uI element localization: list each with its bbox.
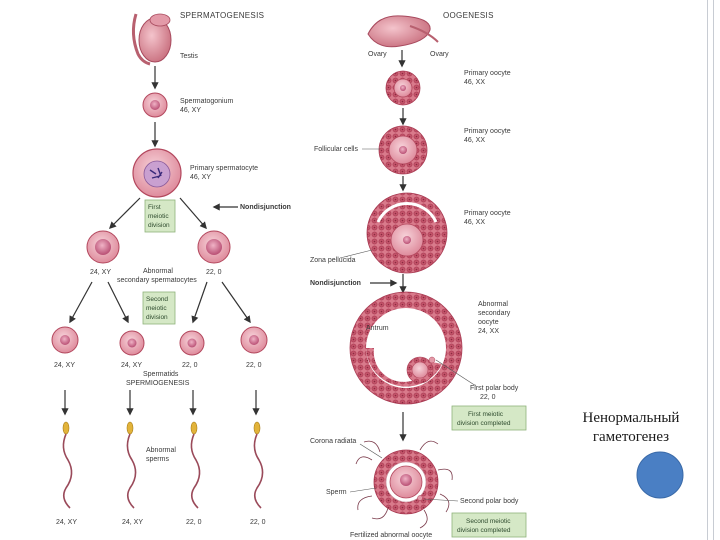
leader-line (339, 249, 373, 259)
second-meiotic-line-3: division (146, 314, 168, 321)
fertilized-oocyte-label: Fertilized abnormal oocyte (350, 532, 432, 539)
leader-line (423, 498, 459, 502)
primary-oocyte-follicle-3 (366, 192, 448, 274)
second-meiotic-line-2: meiotic (146, 305, 167, 312)
second-meiotic-completed-2: division completed (457, 527, 511, 534)
first-meiotic-division-box (144, 199, 176, 233)
arrow (179, 197, 207, 230)
second-meiotic-completed-1: Second meiotic (466, 518, 511, 525)
abnormal-sperms-label-1: Abnormal (146, 447, 176, 454)
nondisjunction-label-sperm: Nondisjunction (240, 204, 291, 211)
sperm-karyotype-3: 22, 0 (186, 519, 202, 526)
second-meiotic-completed-box (451, 512, 527, 538)
sperm-karyotype-1: 24, XY (56, 519, 77, 526)
secondary-spermatocyte-left (86, 230, 120, 264)
primary-oocyte-1-karyotype: 46, XX (464, 79, 485, 86)
primary-spermatocyte-karyotype: 46, XY (190, 174, 211, 181)
spermatid-4 (240, 326, 268, 354)
first-meiotic-completed-2: division completed (457, 420, 511, 427)
arrow (191, 281, 208, 324)
ovary-label-right: Ovary (430, 51, 449, 58)
abnormal-sperms-label-2: sperms (146, 456, 169, 463)
first-meiotic-line-1: First (148, 204, 161, 211)
sperm-label: Sperm (326, 489, 347, 496)
antrum-label: Antrum (366, 325, 389, 332)
nondisjunction-label-oocyte: Nondisjunction (310, 280, 361, 287)
primary-oocyte-follicle-1 (385, 70, 421, 106)
zona-pellucida-label: Zona pellucida (310, 257, 356, 264)
arrow (221, 281, 251, 324)
abnormal-secondary-oocyte-1: Abnormal (478, 301, 508, 308)
leader-line (349, 487, 377, 493)
abnormal-secondary-label-1: Abnormal (143, 268, 173, 275)
testis-illustration (131, 13, 172, 66)
spermatogonium-karyotype: 46, XY (180, 107, 201, 114)
primary-oocyte-2-label: Primary oocyte (464, 128, 511, 135)
secondary-right-karyotype: 22, 0 (206, 269, 222, 276)
spermatogenesis-title: SPERMATOGENESIS (180, 11, 264, 20)
arrow (69, 281, 93, 324)
arrow (108, 197, 141, 230)
spermatogonium-cell (142, 92, 168, 118)
primary-oocyte-3-karyotype: 46, XX (464, 219, 485, 226)
second-meiotic-line-1: Second (146, 296, 168, 303)
follicular-cells-label: Follicular cells (314, 146, 358, 153)
spermatids-label: Spermatids (143, 371, 179, 378)
slide-border-right-outer (713, 0, 714, 540)
first-meiotic-completed-1: First meiotic (468, 411, 504, 418)
sperm-2 (126, 421, 137, 509)
abnormal-secondary-oocyte-karyotype: 24, XX (478, 328, 499, 335)
secondary-spermatocyte-right (197, 230, 231, 264)
first-polar-body-label: First polar body (470, 385, 519, 392)
graafian-follicle (349, 291, 463, 405)
accent-circle (636, 451, 684, 499)
sperm-4 (253, 421, 264, 509)
spermiogenesis-label: SPERMIOGENESIS (126, 380, 190, 387)
first-meiotic-line-2: meiotic (148, 213, 169, 220)
second-polar-body-label: Second polar body (460, 498, 519, 505)
primary-oocyte-follicle-2 (378, 125, 428, 175)
abnormal-secondary-oocyte-2: secondary (478, 310, 511, 317)
spermatogonium-label: Spermatogonium (180, 98, 233, 105)
ovary-illustration (367, 15, 439, 48)
spermatid-karyotype-3: 22, 0 (182, 362, 198, 369)
caption-line-2: гаметогенез (592, 429, 670, 445)
oogenesis-title: OOGENESIS (443, 11, 494, 20)
sperm-3 (190, 421, 201, 509)
primary-spermatocyte-label: Primary spermatocyte (190, 165, 258, 172)
leader-line (435, 359, 477, 387)
primary-spermatocyte-cell (132, 148, 182, 198)
secondary-left-karyotype: 24, XY (90, 269, 111, 276)
primary-oocyte-1-label: Primary oocyte (464, 70, 511, 77)
first-meiotic-line-3: division (148, 222, 170, 229)
spermatid-1 (51, 326, 79, 354)
testis-label: Testis (180, 53, 198, 60)
slide-border-right-inner (707, 0, 708, 540)
corona-radiata-label: Corona radiata (310, 438, 356, 445)
spermatid-3 (179, 330, 205, 356)
leader-line (359, 443, 383, 459)
sperm-karyotype-2: 24, XY (122, 519, 143, 526)
ovary-label-left: Ovary (368, 51, 387, 58)
primary-oocyte-3-label: Primary oocyte (464, 210, 511, 217)
first-meiotic-completed-box (451, 405, 527, 431)
sperm-1 (62, 421, 73, 509)
spermatid-karyotype-4: 22, 0 (246, 362, 262, 369)
second-meiotic-division-box (142, 291, 176, 325)
fertilized-abnormal-oocyte (355, 440, 453, 529)
primary-oocyte-2-karyotype: 46, XX (464, 137, 485, 144)
abnormal-secondary-label-2: secondary spermatocytes (117, 277, 197, 284)
first-polar-body-karyotype: 22, 0 (480, 394, 496, 401)
spermatid-2 (119, 330, 145, 356)
slide-caption: Ненормальный гаметогенез (556, 409, 706, 447)
sperm-karyotype-4: 22, 0 (250, 519, 266, 526)
arrow (107, 281, 129, 324)
abnormal-secondary-oocyte-3: oocyte (478, 319, 499, 326)
caption-line-1: Ненормальный (582, 410, 680, 426)
spermatid-karyotype-1: 24, XY (54, 362, 75, 369)
spermatid-karyotype-2: 24, XY (121, 362, 142, 369)
